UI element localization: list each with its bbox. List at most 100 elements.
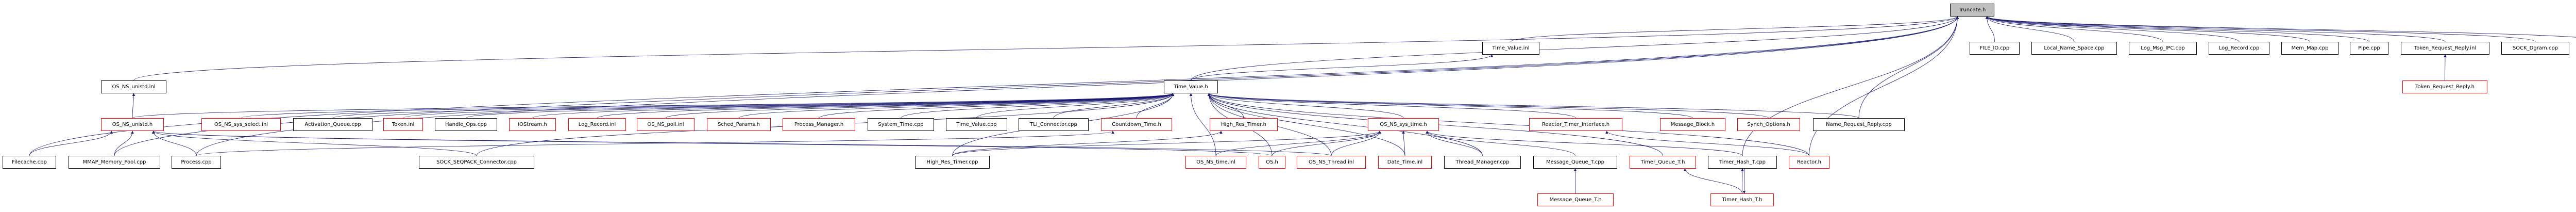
node-truncate-h[interactable]: Truncate.h (1950, 4, 1994, 17)
node-token-request-reply-inl[interactable]: Token_Request_Reply.inl (2401, 42, 2489, 55)
edge-pipe-cpp-to-truncate-h (1986, 16, 2369, 42)
edge-sock-seqpack-connector-cpp-to-os-ns-unistd-h (151, 131, 477, 156)
edge-time-value-h-to-truncate-h (1191, 16, 1959, 81)
node-reactor-h[interactable]: Reactor.h (1789, 156, 1829, 169)
node-time-value-cpp[interactable]: Time_Value.cpp (946, 118, 1007, 131)
edge-time-value-cpp-to-time-value-h (976, 93, 1175, 119)
node-time-value-h[interactable]: Time_Value.h (1164, 80, 1218, 93)
edge-token-request-reply-inl-to-truncate-h (1986, 16, 2446, 42)
node-message-queue-t-h[interactable]: Message_Queue_T.h (1537, 193, 1614, 206)
edge-os-ns-unistd-h-to-os-ns-unistd-inl (132, 93, 135, 119)
node-file-io-cpp[interactable]: FILE_IO.cpp (1970, 42, 2020, 55)
edge-filecache-cpp-to-os-ns-unistd-h (29, 131, 113, 156)
edge-timer-hash-t-h-to-timer-queue-t-h (1683, 168, 1742, 194)
edge-filecache-cpp-to-truncate-h (29, 16, 1959, 156)
node-timer-hash-t-h[interactable]: Timer_Hash_T.h (1710, 193, 1774, 206)
node-system-time-cpp[interactable]: System_Time.cpp (868, 118, 934, 131)
node-os-ns-thread-inl[interactable]: OS_NS_Thread.inl (1297, 156, 1366, 169)
edge-local-name-space-cpp-to-truncate-h (1985, 16, 2075, 42)
node-reactor-timer-interface-h[interactable]: Reactor_Timer_Interface.h (1529, 118, 1622, 131)
node-os-ns-unistd-h[interactable]: OS_NS_unistd.h (101, 118, 164, 131)
edge-date-time-inl-to-os-ns-sys-time-h (1402, 131, 1405, 156)
node-name-request-reply-cpp[interactable]: Name_Request_Reply.cpp (1813, 118, 1905, 131)
edge-name-request-reply-cpp-to-truncate-h (1858, 16, 1959, 119)
edge-os-ns-time-inl-to-os-ns-sys-time-h (1215, 131, 1381, 156)
edge-os-h-to-os-ns-sys-time-h (1272, 131, 1381, 156)
node-time-value-inl[interactable]: Time_Value.inl (1482, 42, 1539, 55)
edge-log-record-inl-to-time-value-h (597, 93, 1175, 119)
edge-timer-hash-t-cpp-to-timer-hash-t-h (1742, 168, 1746, 194)
node-countdown-time-h[interactable]: Countdown_Time.h (1101, 118, 1172, 131)
edge-reactor-timer-interface-h-to-time-value-h (1207, 93, 1576, 119)
edge-system-time-cpp-to-time-value-h (901, 93, 1175, 119)
node-filecache-cpp[interactable]: Filecache.cpp (3, 156, 56, 169)
node-log-record-inl[interactable]: Log_Record.inl (568, 118, 626, 131)
node-os-ns-unistd-inl[interactable]: OS_NS_unistd.inl (101, 80, 166, 93)
edge-synch-options-h-to-time-value-h (1207, 93, 1769, 119)
edge-thread-manager-cpp-to-os-ns-sys-time-h (1426, 131, 1483, 156)
node-message-queue-t-cpp[interactable]: Message_Queue_T.cpp (1533, 156, 1617, 169)
node-synch-options-h[interactable]: Synch_Options.h (1737, 118, 1800, 131)
node-date-time-inl[interactable]: Date_Time.inl (1378, 156, 1432, 169)
edge-os-ns-thread-inl-to-os-ns-sys-time-h (1331, 131, 1381, 156)
edge-file-io-cpp-to-truncate-h (1985, 16, 1995, 42)
node-local-name-space-cpp[interactable]: Local_Name_Space.cpp (2031, 42, 2117, 55)
node-thread-manager-cpp[interactable]: Thread_Manager.cpp (1444, 156, 1521, 169)
edge-process-cpp-to-countdown-time-h (196, 131, 1114, 156)
node-os-ns-sys-select-inl[interactable]: OS_NS_sys_select.inl (201, 118, 281, 131)
edge-mmap-memory-pool-cpp-to-os-ns-unistd-h (114, 131, 134, 156)
edge-os-ns-unistd-inl-to-truncate-h (133, 16, 1959, 81)
edge-message-queue-t-h-to-message-queue-t-cpp (1573, 168, 1577, 194)
node-activation-queue-cpp[interactable]: Activation_Queue.cpp (293, 118, 372, 131)
node-timer-hash-t-cpp[interactable]: Timer_Hash_T.cpp (1708, 156, 1777, 169)
edge-timer-hash-t-cpp-to-os-ns-sys-time-h (1426, 131, 1743, 156)
node-iostream-h[interactable]: IOStream.h (509, 118, 556, 131)
edge-process-manager-h-to-time-value-h (819, 93, 1175, 119)
node-handle-ops-cpp[interactable]: Handle_Ops.cpp (435, 118, 497, 131)
edge-iostream-h-to-time-value-h (532, 93, 1175, 119)
node-mmap-memory-pool-cpp[interactable]: MMAP_Memory_Pool.cpp (69, 156, 160, 169)
edge-os-ns-sys-time-h-to-time-value-h (1207, 93, 1404, 119)
edge-date-time-inl-to-time-value-h (1207, 93, 1405, 156)
node-high-res-timer-h[interactable]: High_Res_Timer.h (1210, 118, 1278, 131)
edge-time-value-h-to-time-value-inl (1191, 54, 1494, 81)
edge-os-ns-time-inl-to-time-value-h (1189, 93, 1216, 156)
node-high-res-timer-cpp[interactable]: High_Res_Timer.cpp (915, 156, 990, 169)
node-os-h[interactable]: OS.h (1259, 156, 1285, 169)
edge-time-value-inl-to-truncate-h (1511, 16, 1959, 42)
node-message-block-h[interactable]: Message_Block.h (1660, 118, 1725, 131)
node-os-ns-poll-inl[interactable]: OS_NS_poll.inl (637, 118, 694, 131)
edge-process-cpp-to-os-ns-unistd-h (151, 131, 197, 156)
node-process-manager-h[interactable]: Process_Manager.h (783, 118, 855, 131)
node-mem-map-cpp[interactable]: Mem_Map.cpp (2281, 42, 2338, 55)
edge-reactor-h-to-reactor-timer-interface-h (1605, 131, 1809, 156)
node-process-cpp[interactable]: Process.cpp (172, 156, 221, 169)
edge-mmap-memory-pool-cpp-to-truncate-h (114, 16, 1959, 156)
edge-timer-hash-t-h-to-timer-hash-t-cpp (1741, 168, 1744, 194)
node-log-msg-ipc-cpp[interactable]: Log_Msg_IPC.cpp (2129, 42, 2197, 55)
edge-sock-io-cpp-to-truncate-h (1986, 16, 2576, 38)
edge-os-ns-unistd-h-to-time-value-h (132, 93, 1174, 119)
node-token-request-reply-h[interactable]: Token_Request_Reply.h (2402, 80, 2487, 93)
node-os-ns-time-inl[interactable]: OS_NS_time.inl (1185, 156, 1246, 169)
edge-timer-hash-t-cpp-to-truncate-h (1742, 16, 1959, 156)
edge-reactor-h-to-truncate-h (1809, 16, 1959, 156)
node-token-inl[interactable]: Token.inl (383, 118, 423, 131)
node-timer-queue-t-h[interactable]: Timer_Queue_T.h (1630, 156, 1696, 169)
node-sock-dgram-cpp[interactable]: SOCK_Dgram.cpp (2501, 42, 2569, 55)
node-log-record-cpp[interactable]: Log_Record.cpp (2209, 42, 2269, 55)
edge-thread-manager-cpp-to-time-value-h (1207, 93, 1483, 156)
node-sock-seqpack-connector-cpp[interactable]: SOCK_SEQPACK_Connector.cpp (419, 156, 534, 169)
edge-message-queue-t-cpp-to-os-ns-sys-time-h (1426, 131, 1575, 156)
node-tli-connector-cpp[interactable]: TLI_Connector.cpp (1019, 118, 1089, 131)
edge-name-request-reply-cpp-to-time-value-h (1207, 93, 1859, 119)
node-sched-params-h[interactable]: Sched_Params.h (707, 118, 771, 131)
node-pipe-cpp[interactable]: Pipe.cpp (2350, 42, 2388, 55)
node-os-ns-sys-time-h[interactable]: OS_NS_sys_time.h (1368, 118, 1439, 131)
edge-os-ns-sys-select-inl-to-time-value-h (241, 93, 1174, 119)
edge-high-res-timer-cpp-to-os-ns-sys-time-h (952, 131, 1381, 156)
edge-os-h-to-os-ns-unistd-h (152, 131, 1273, 156)
edge-reactor-h-to-time-value-h (1207, 93, 1809, 156)
